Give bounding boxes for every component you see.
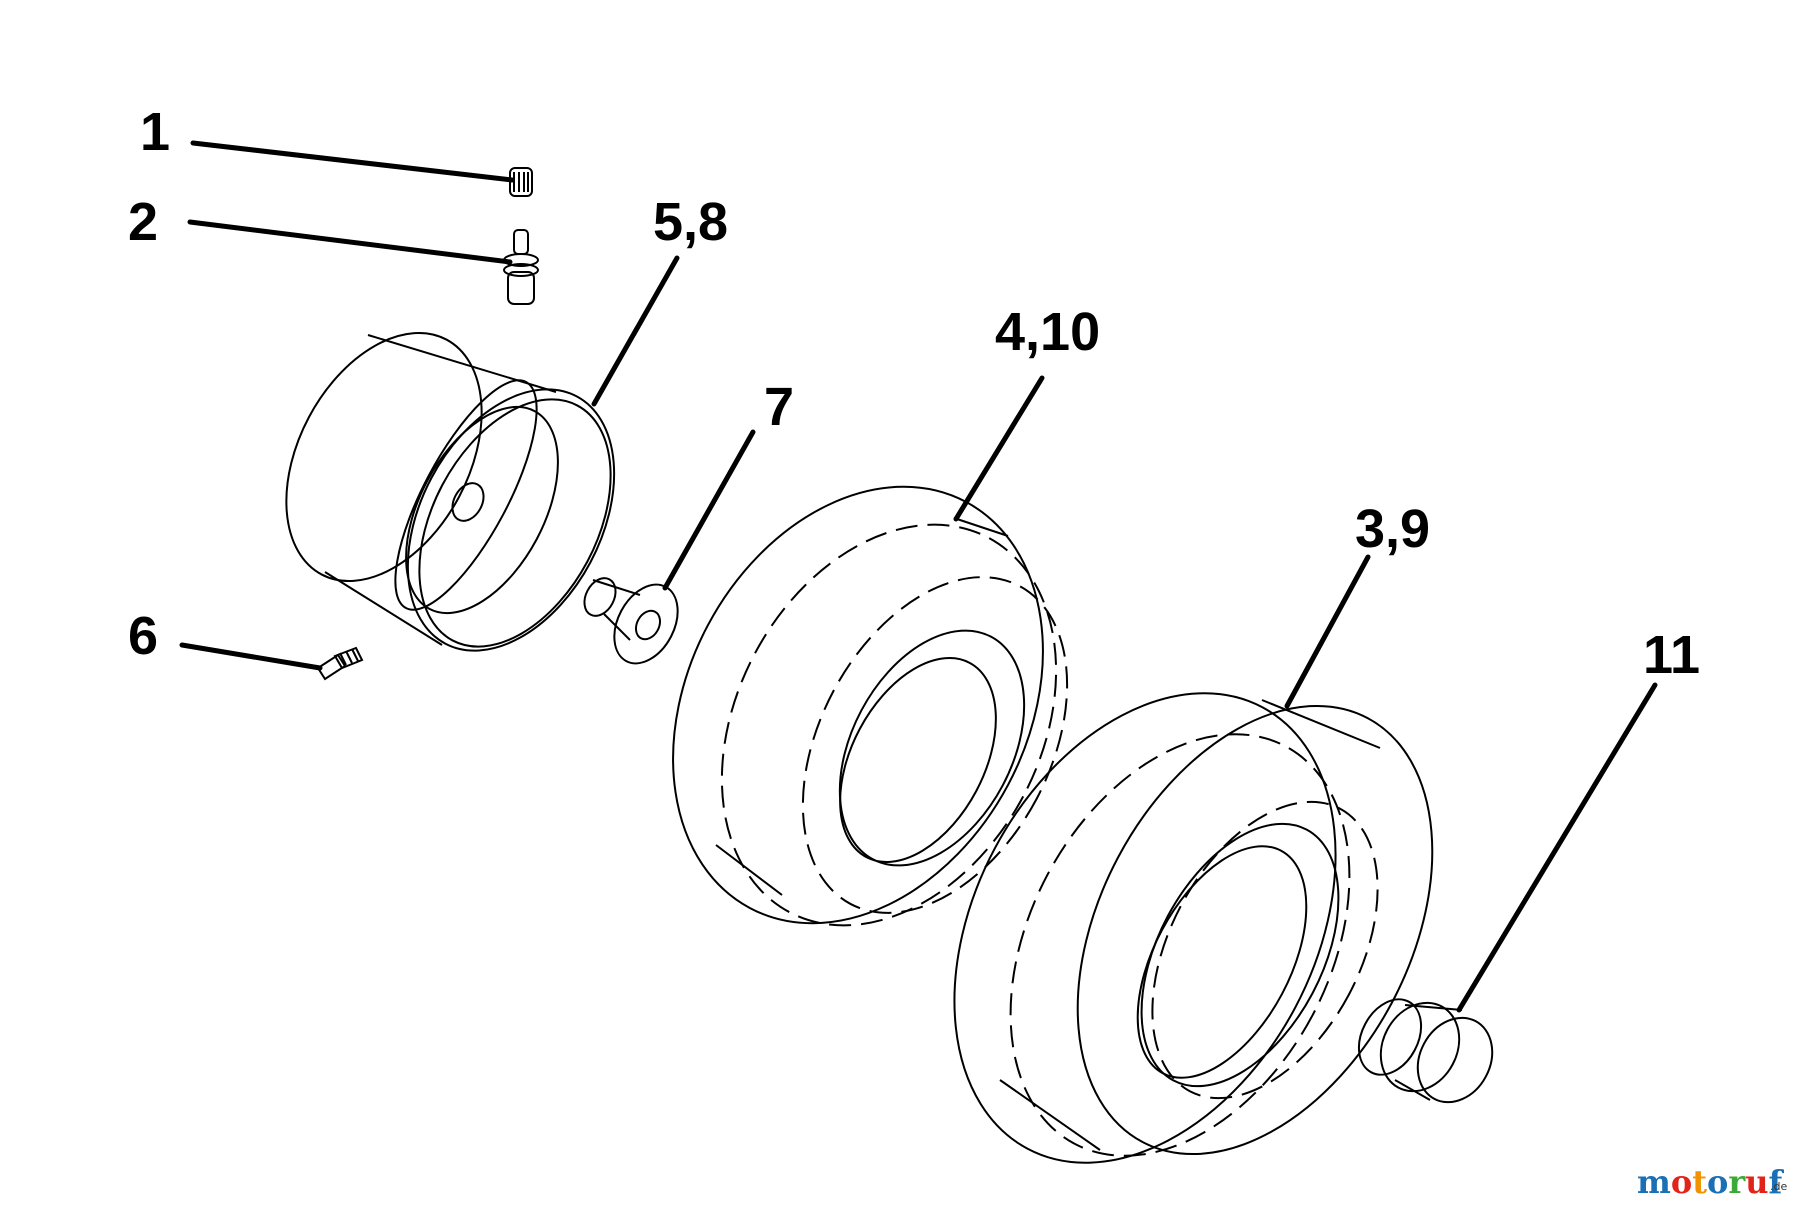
grease-fitting-part [316, 646, 364, 681]
callout-7: 7 [764, 377, 794, 437]
logo-letter: r [1728, 1163, 1746, 1201]
front-tire-part [672, 485, 1069, 927]
callout-1: 1 [140, 102, 170, 162]
leader-2 [187, 219, 513, 265]
callout-6: 6 [128, 606, 158, 666]
logo-letter: o [1671, 1163, 1692, 1201]
bushing-part [583, 577, 679, 665]
leader-1 [190, 140, 515, 183]
callout-11: 11 [1643, 625, 1700, 685]
leader-410 [953, 375, 1045, 522]
callout-3-9: 3,9 [1355, 499, 1430, 559]
leader-58 [591, 255, 680, 407]
logo-letter: t [1692, 1163, 1707, 1201]
wheel-rim-part [285, 331, 616, 652]
leader-7 [662, 429, 756, 591]
logo-letter: o [1707, 1163, 1728, 1201]
logo-letter: f [1768, 1163, 1784, 1201]
logo-suffix: .de [1770, 1180, 1787, 1193]
callout-2: 2 [128, 192, 158, 252]
logo-letter: u [1745, 1163, 1768, 1201]
leader-39 [1284, 554, 1371, 709]
logo-wordmark: motoruf [1637, 1163, 1784, 1201]
hub-cap-part [1357, 998, 1494, 1104]
leader-6 [179, 642, 323, 671]
valve-stem-part [503, 229, 539, 305]
logo-letter: m [1637, 1163, 1671, 1201]
valve-cap-part [509, 167, 533, 197]
leader-11 [1456, 682, 1658, 1013]
callout-5-8: 5,8 [653, 192, 728, 252]
motoruf-logo: motoruf .de [1637, 1163, 1787, 1201]
callout-4-10: 4,10 [995, 302, 1100, 362]
rear-tire-part [953, 692, 1434, 1164]
